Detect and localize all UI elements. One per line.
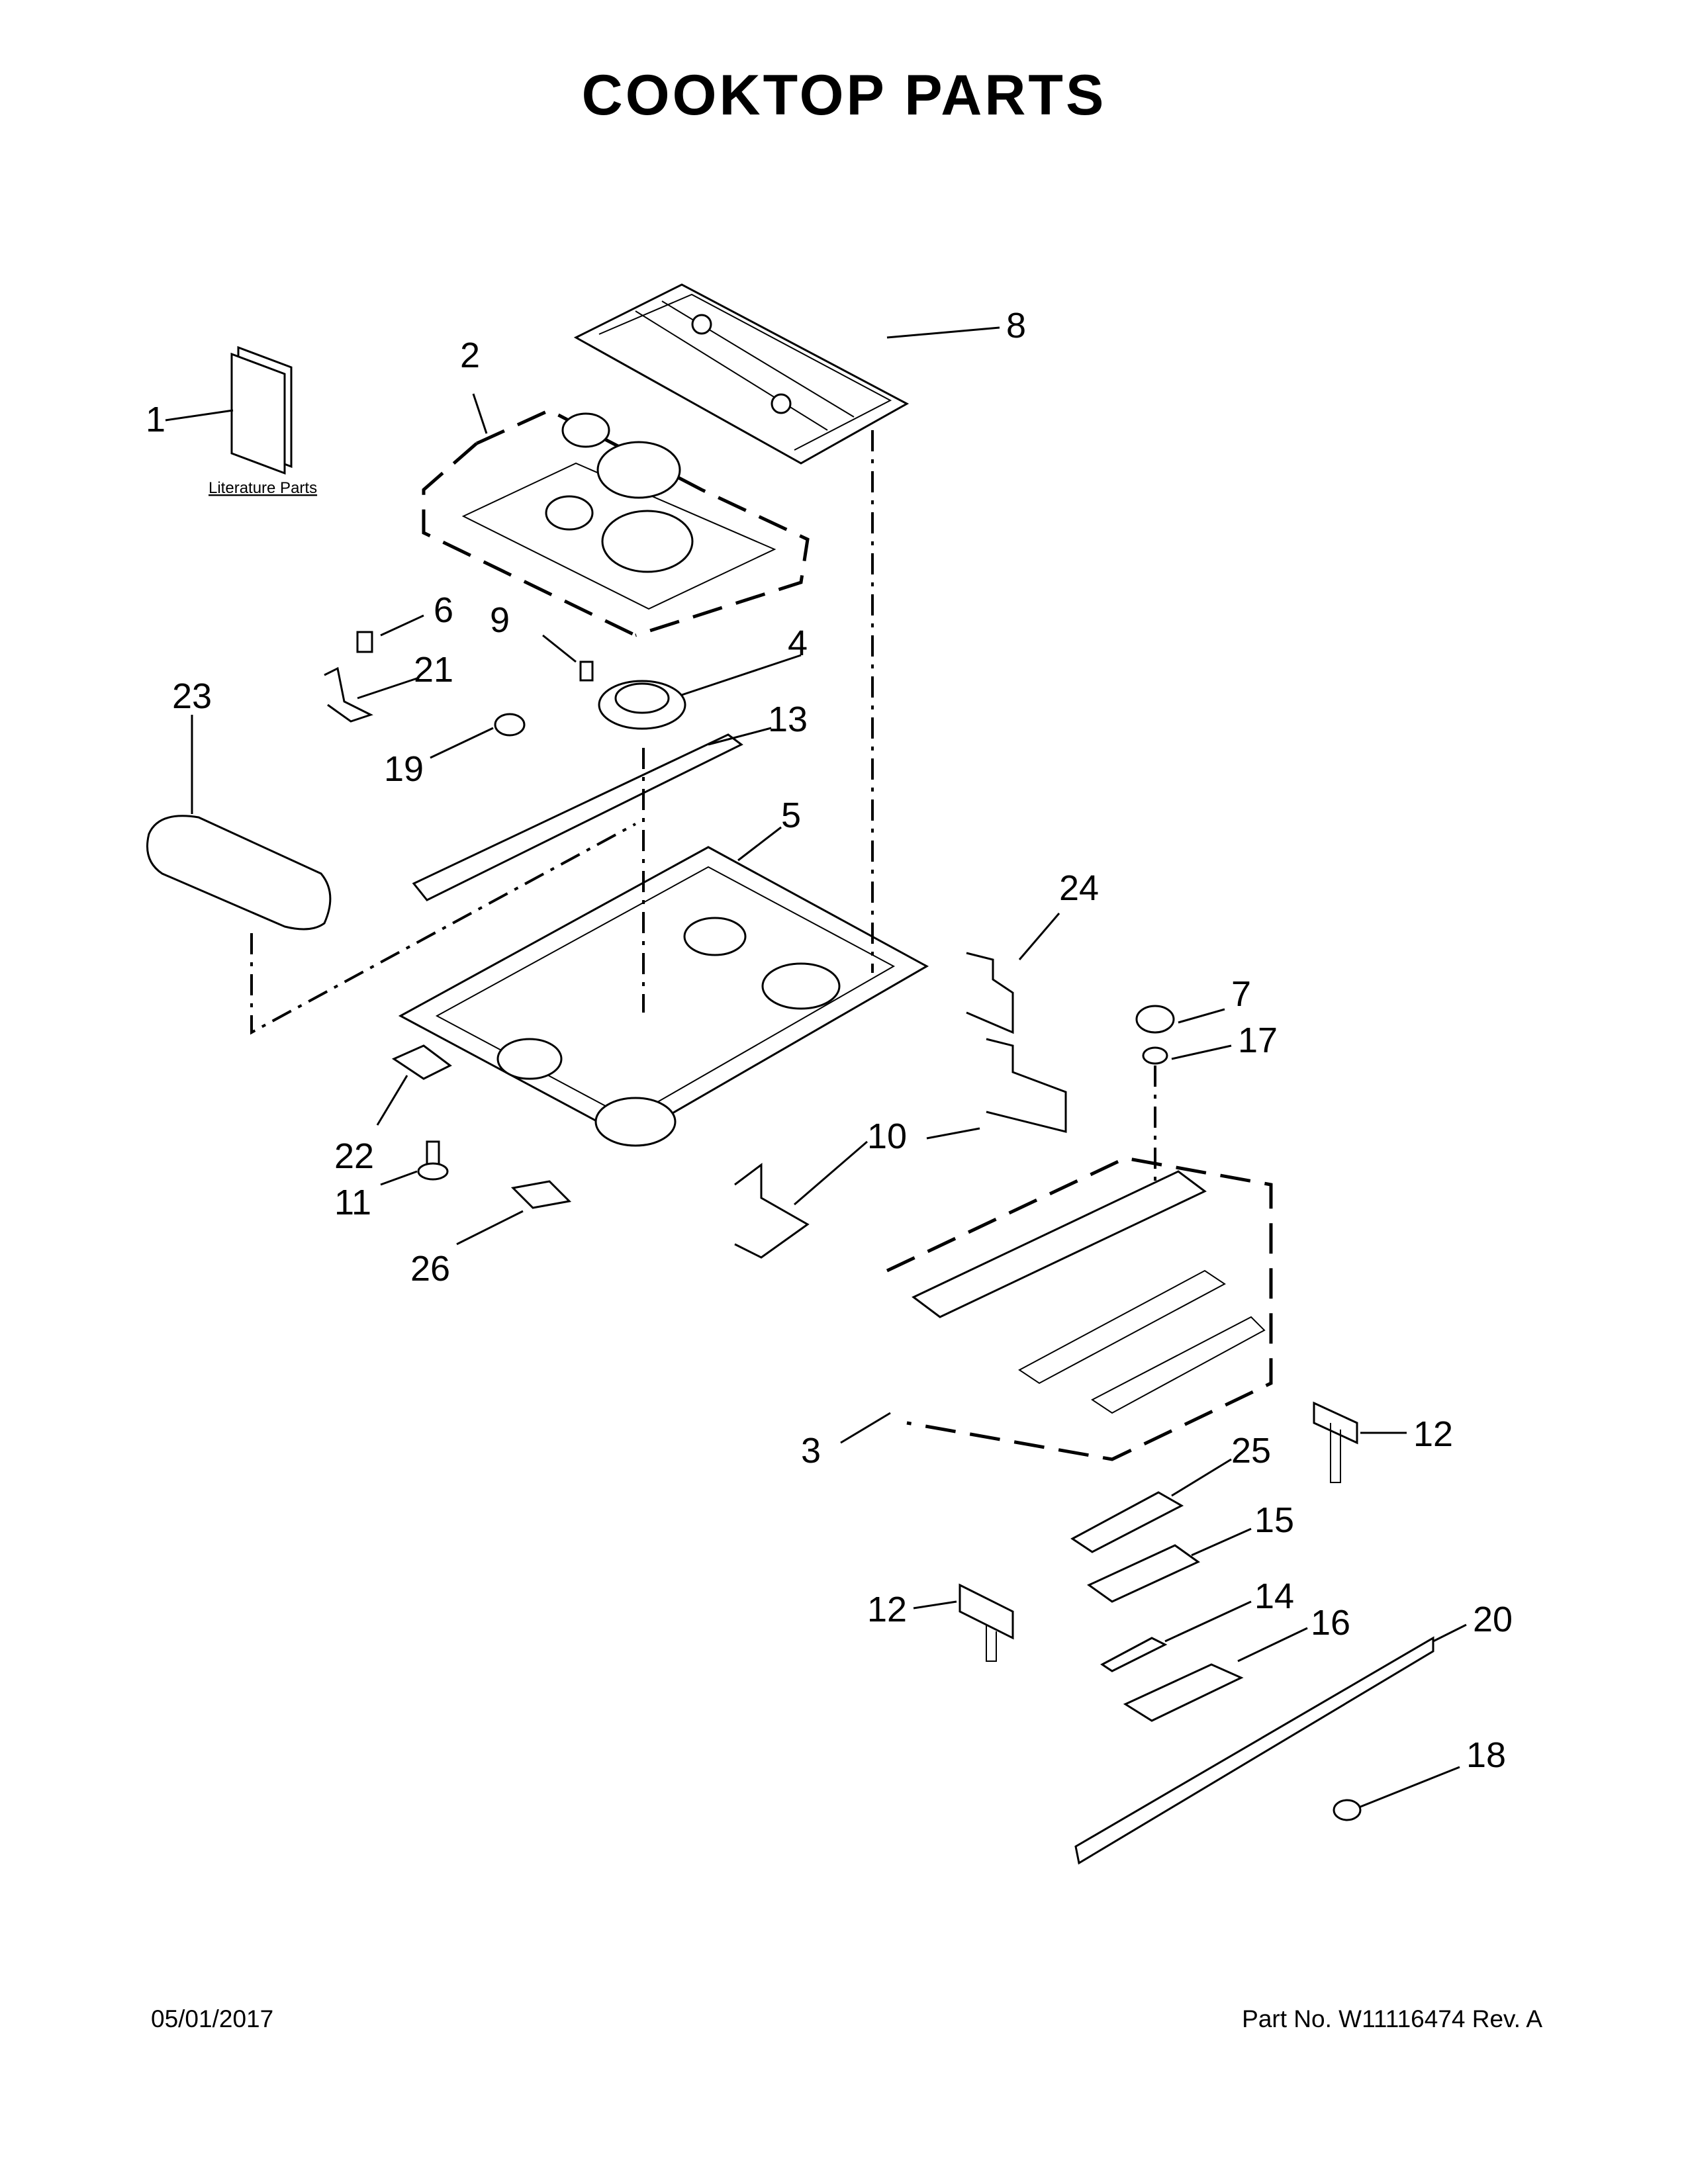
part-5-cooktop-frame[interactable] xyxy=(398,846,929,1147)
callout-12a: 12 xyxy=(1413,1414,1453,1454)
callout-8: 8 xyxy=(1006,306,1026,345)
part-21-bracket[interactable] xyxy=(324,666,373,723)
part-15-control-board[interactable] xyxy=(1087,1544,1200,1603)
callout-1: 1 xyxy=(146,400,165,439)
footer-date: 05/01/2017 xyxy=(151,2005,274,2032)
callout-21: 21 xyxy=(414,650,453,690)
callout-4: 4 xyxy=(788,623,808,663)
part-22-bracket[interactable] xyxy=(391,1044,452,1080)
callout-13: 13 xyxy=(768,700,808,739)
callout-24: 24 xyxy=(1059,868,1099,908)
callout-12b: 12 xyxy=(867,1590,907,1629)
callout-14: 14 xyxy=(1254,1576,1294,1616)
callout-labels: 1 2 3 4 5 6 7 8 9 10 10 11 12 12 13 14 1… xyxy=(146,306,1513,1775)
part-26-clip[interactable] xyxy=(510,1180,572,1209)
part-6-screw[interactable] xyxy=(356,631,373,653)
callout-2: 2 xyxy=(460,336,480,375)
leader-lines xyxy=(165,326,1467,1808)
callout-19: 19 xyxy=(384,749,424,789)
part-19-cap[interactable] xyxy=(494,713,526,737)
callout-22: 22 xyxy=(334,1136,374,1176)
part-10-bracket-lower[interactable] xyxy=(734,1163,810,1259)
part-8-grate[interactable] xyxy=(573,283,910,465)
part-23-vent-trim[interactable] xyxy=(146,815,332,931)
callout-25: 25 xyxy=(1231,1431,1271,1471)
callout-3: 3 xyxy=(801,1431,821,1471)
part-12-bracket-left[interactable] xyxy=(959,1583,1014,1662)
part-11-leveler[interactable] xyxy=(417,1140,449,1181)
footer-part-number: Part No. W11116474 Rev. A xyxy=(1242,2005,1542,2032)
callout-5: 5 xyxy=(781,796,801,835)
part-10-bracket-upper[interactable] xyxy=(986,1038,1067,1133)
callout-6: 6 xyxy=(434,590,453,630)
assembly-line-23 xyxy=(250,823,636,1035)
callout-20: 20 xyxy=(1473,1600,1513,1639)
part-12-bracket-right[interactable] xyxy=(1313,1401,1358,1483)
callout-11: 11 xyxy=(334,1183,371,1222)
part-7-knob[interactable] xyxy=(1135,1005,1175,1034)
callout-9: 9 xyxy=(490,600,510,640)
part-25-gasket[interactable] xyxy=(1070,1491,1184,1553)
callout-10a: 10 xyxy=(867,1116,907,1156)
callout-26: 26 xyxy=(410,1249,450,1289)
part-20-trim-strip[interactable] xyxy=(1074,1636,1434,1865)
part-3-control-panel[interactable] xyxy=(886,1156,1273,1461)
part-13-manifold-bar[interactable] xyxy=(412,733,743,901)
part-24-bracket[interactable] xyxy=(966,952,1014,1034)
part-1-literature[interactable] xyxy=(230,345,293,475)
callout-18: 18 xyxy=(1466,1735,1506,1775)
part-2-cooktop-glass[interactable] xyxy=(422,408,810,637)
part-17-bezel[interactable] xyxy=(1142,1046,1168,1065)
callout-23: 23 xyxy=(172,676,212,716)
callout-7: 7 xyxy=(1231,974,1251,1014)
page-title: COOKTOP PARTS xyxy=(581,64,1107,127)
part-4-burner[interactable] xyxy=(598,680,686,730)
callout-15: 15 xyxy=(1254,1500,1294,1540)
literature-parts-label: Literature Parts xyxy=(209,479,317,497)
part-9-igniter[interactable] xyxy=(579,660,594,682)
part-16-cover[interactable] xyxy=(1123,1663,1244,1722)
part-14-module[interactable] xyxy=(1100,1637,1168,1672)
callout-16: 16 xyxy=(1311,1603,1350,1643)
part-18-clip[interactable] xyxy=(1333,1799,1362,1821)
callout-17: 17 xyxy=(1238,1021,1278,1060)
